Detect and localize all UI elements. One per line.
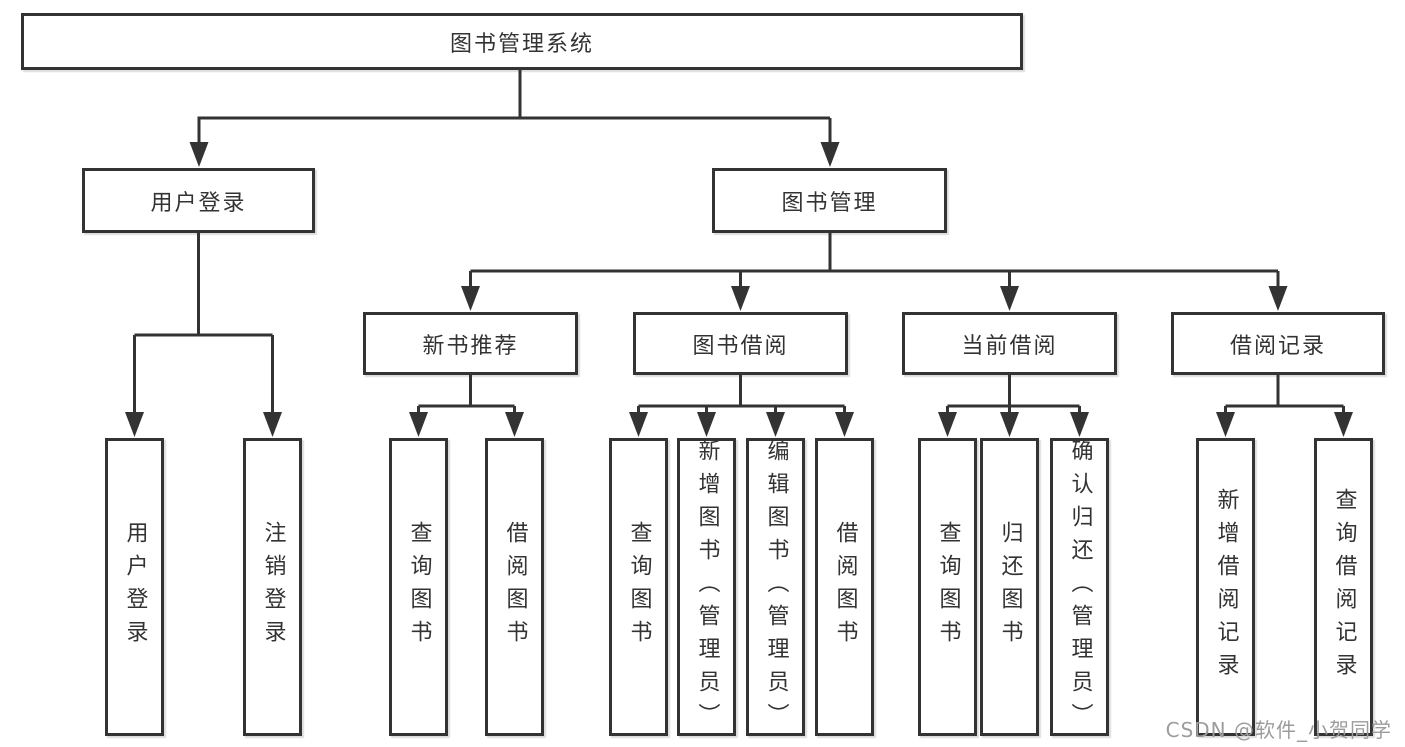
node-label: 图书管理 <box>781 190 878 216</box>
connector-mgmt-to-level3 <box>469 232 1280 288</box>
node-book-borrow: 图书借阅 <box>633 312 848 375</box>
node-label: 查询图书 <box>935 521 961 653</box>
arrow-leaf-8 <box>835 412 854 437</box>
arrow-to-book-management <box>820 142 840 167</box>
arrow-leaf-10 <box>1000 412 1019 437</box>
leaf-user-login: 用户登录 <box>105 438 164 736</box>
leaf-borrow-books-recommend: 借阅图书 <box>485 438 544 736</box>
arrow-to-records <box>1268 286 1288 311</box>
node-label: 用户登录 <box>150 190 247 216</box>
arrow-leaf-1 <box>125 412 144 437</box>
connector-borrow-to-leaves <box>637 374 846 414</box>
arrow-leaf-7 <box>766 412 785 437</box>
leaf-add-borrow-record: 新增借阅记录 <box>1196 438 1255 736</box>
leaf-add-books-admin: 新增图书（管理员） <box>677 438 736 736</box>
node-label: 借阅图书 <box>832 521 858 653</box>
arrow-leaf-5 <box>629 412 648 437</box>
node-label: 图书管理系统 <box>449 31 594 57</box>
node-label: 编辑图书（管理员） <box>763 438 789 736</box>
leaf-query-books-recommend: 查询图书 <box>389 438 448 736</box>
connector-records-to-leaves <box>1224 374 1345 414</box>
node-label: 借阅图书 <box>502 521 528 653</box>
csdn-watermark: CSDN @软件_小贺同学 <box>1165 718 1392 742</box>
leaf-borrow-books: 借阅图书 <box>815 438 874 736</box>
leaf-return-books: 归还图书 <box>980 438 1039 736</box>
arrow-leaf-4 <box>505 412 524 437</box>
arrow-to-recommend <box>461 286 480 311</box>
node-label: 查询图书 <box>626 521 652 653</box>
node-label: 新增借阅记录 <box>1213 488 1239 686</box>
arrow-leaf-12 <box>1216 412 1235 437</box>
node-book-management: 图书管理 <box>712 168 947 233</box>
leaf-logout: 注销登录 <box>243 438 302 736</box>
connector-current-to-leaves <box>946 374 1081 414</box>
arrow-to-borrow <box>731 286 750 311</box>
node-new-book-recommend: 新书推荐 <box>363 312 578 375</box>
arrow-leaf-2 <box>263 412 282 437</box>
leaf-edit-books-admin: 编辑图书（管理员） <box>746 438 805 736</box>
leaf-query-books-current: 查询图书 <box>918 438 977 736</box>
node-label: 新书推荐 <box>422 333 519 359</box>
arrow-leaf-3 <box>409 412 428 437</box>
arrow-leaf-13 <box>1334 412 1353 437</box>
connector-root-to-level2 <box>197 69 832 144</box>
node-user-login: 用户登录 <box>82 168 315 233</box>
node-label: 用户登录 <box>122 521 148 653</box>
node-label: 查询借阅记录 <box>1331 488 1357 686</box>
node-borrow-records: 借阅记录 <box>1171 312 1385 375</box>
arrow-leaf-11 <box>1070 412 1089 437</box>
node-label: 归还图书 <box>997 521 1023 653</box>
node-label: 新增图书（管理员） <box>694 438 720 736</box>
leaf-query-books-borrow: 查询图书 <box>609 438 668 736</box>
arrow-to-current <box>1000 286 1019 311</box>
connector-login-to-leaves <box>133 232 274 414</box>
arrow-leaf-6 <box>697 412 716 437</box>
connector-recommend-to-leaves <box>417 374 516 414</box>
leaf-confirm-return-admin: 确认归还（管理员） <box>1050 438 1109 736</box>
node-current-borrow: 当前借阅 <box>902 312 1117 375</box>
node-label: 借阅记录 <box>1229 333 1326 359</box>
node-library-management-system: 图书管理系统 <box>21 13 1023 70</box>
arrow-to-user-login <box>189 142 209 167</box>
node-label: 当前借阅 <box>961 333 1058 359</box>
arrowheads <box>125 142 1353 437</box>
arrow-leaf-9 <box>938 412 957 437</box>
node-label: 确认归还（管理员） <box>1067 438 1093 736</box>
leaf-query-borrow-record: 查询借阅记录 <box>1314 438 1373 736</box>
node-label: 图书借阅 <box>692 333 789 359</box>
node-label: 注销登录 <box>260 521 286 653</box>
node-label: 查询图书 <box>406 521 432 653</box>
